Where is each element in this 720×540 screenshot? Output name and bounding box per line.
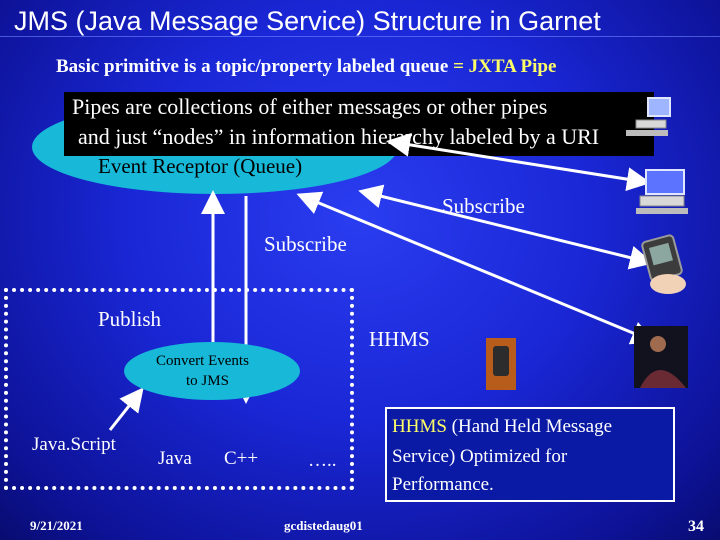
footer-center-text: gcdistedaug01: [284, 518, 363, 533]
javascript-label: Java.Script: [32, 434, 116, 455]
subscribe-label-right: Subscribe: [442, 194, 525, 218]
convert-events-ellipse: [124, 342, 300, 400]
hhms-description-line1-rest: (Hand Held Message: [446, 416, 613, 437]
hhms-label: HHMS: [369, 327, 430, 351]
person-photo-icon: [634, 326, 688, 388]
client-group-box: [4, 288, 354, 490]
pipes-note-line1: Pipes are collections of either messages…: [72, 94, 548, 119]
title-divider: [0, 36, 720, 37]
publish-label: Publish: [98, 307, 162, 331]
arrow-receptor-to-photo: [296, 191, 656, 345]
arrow-receptor-to-desktop: [386, 132, 651, 192]
desktop-computer-icon: [626, 97, 671, 136]
handheld-device-icon: [486, 338, 516, 390]
arrow-javascript-to-convert: [108, 387, 144, 431]
java-label: Java: [158, 448, 192, 469]
more-languages-ellipsis: …..: [308, 450, 337, 471]
subtitle-prefix: Basic primitive is a topic/property labe…: [56, 56, 454, 77]
cpp-label: C++: [224, 448, 259, 469]
pda-hand-icon: [641, 234, 686, 294]
hhms-description-line2: Service) Optimized for: [392, 446, 568, 467]
footer-date: 9/21/2021: [30, 518, 83, 533]
hhms-description-line3: Performance.: [392, 474, 494, 495]
hhms-description-line1: HHMS (Hand Held Message: [392, 416, 612, 438]
subscribe-label-center: Subscribe: [264, 232, 347, 256]
laptop-computer-icon: [636, 169, 688, 214]
subtitle: Basic primitive is a topic/property labe…: [56, 56, 556, 78]
convert-events-line2: to JMS: [186, 373, 229, 389]
page-number: 34: [688, 518, 704, 535]
hhms-description-box: [385, 407, 675, 502]
hhms-description-accent: HHMS: [392, 416, 447, 437]
convert-events-line1: Convert Events: [156, 353, 249, 369]
event-receptor-label: Event Receptor (Queue): [98, 154, 303, 178]
slide-title: JMS (Java Message Service) Structure in …: [14, 6, 601, 36]
subtitle-accent: = JXTA Pipe: [453, 56, 557, 77]
